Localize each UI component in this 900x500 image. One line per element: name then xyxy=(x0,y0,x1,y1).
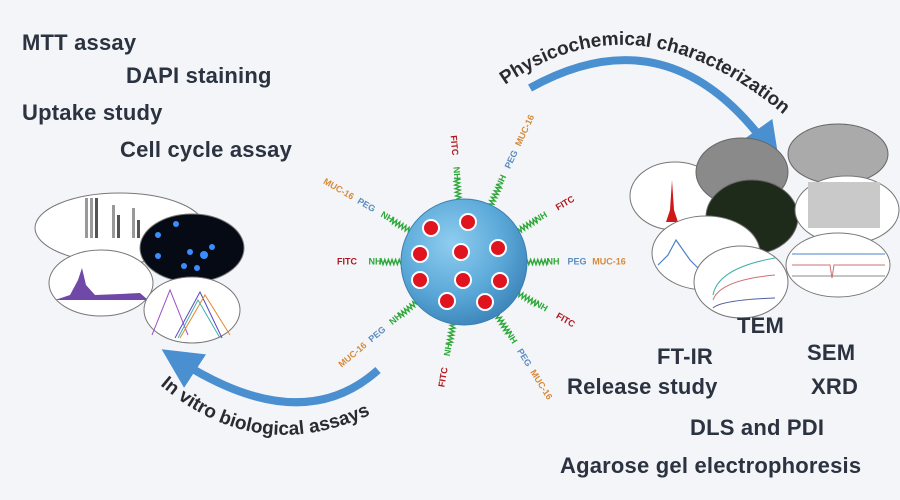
fitc-ligand-chain: NH FITC xyxy=(337,256,402,267)
drug-molecule xyxy=(452,243,470,261)
label-ftir: FT-IR xyxy=(657,344,713,369)
xrd-plot xyxy=(808,182,880,228)
linker-wave xyxy=(445,323,457,347)
label-release-study: Release study xyxy=(567,374,718,399)
peg-label: PEG xyxy=(367,324,388,344)
label-mtt-assay: MTT assay xyxy=(22,30,137,55)
label-xrd: XRD xyxy=(811,374,859,399)
dapi-nuclei xyxy=(155,221,215,271)
fitc-label: FITC xyxy=(554,311,577,330)
peg-label: PEG xyxy=(356,196,377,214)
label-sem: SEM xyxy=(807,340,856,365)
release-study-image xyxy=(693,245,789,319)
nh-label: NH xyxy=(533,209,549,224)
fitc-ligand-chain: NH FITC xyxy=(516,193,577,234)
nh-label: NH xyxy=(504,329,519,345)
ftir-curve xyxy=(657,238,701,271)
fitc-label: FITC xyxy=(436,366,449,388)
drug-molecule xyxy=(454,271,472,289)
linker-wave xyxy=(378,257,402,267)
linker-wave xyxy=(494,313,512,335)
cell-cycle-image xyxy=(143,276,241,344)
cell-cycle-curves xyxy=(151,288,231,339)
nh-label: NH xyxy=(387,311,403,327)
label-cell-cycle-assay: Cell cycle assay xyxy=(120,137,293,162)
peg-label: PEG xyxy=(515,347,534,368)
nh-label: NH xyxy=(451,166,462,180)
drug-molecule xyxy=(422,219,440,237)
fitc-label: FITC xyxy=(337,256,357,266)
peg-label: PEG xyxy=(503,149,520,170)
linker-wave xyxy=(389,216,411,233)
characterization-arrow-label: Physicochemical characterization xyxy=(496,29,794,119)
nh-label: NH xyxy=(547,256,560,266)
label-dapi-staining: DAPI staining xyxy=(126,63,272,88)
peg-label: PEG xyxy=(567,256,586,266)
nh-label: NH xyxy=(442,342,454,357)
fitc-ligand-chain: NH FITC xyxy=(436,323,457,388)
muc16-label: MUC-16 xyxy=(513,113,536,148)
characterization-arrow xyxy=(528,56,780,164)
label-dls-pdi: DLS and PDI xyxy=(690,415,825,440)
linker-wave xyxy=(526,257,550,267)
characterization-images xyxy=(629,123,900,319)
muc16-label: MUC-16 xyxy=(322,176,356,201)
assay-images xyxy=(34,192,245,344)
fitc-label: FITC xyxy=(554,193,577,212)
uptake-histogram-image xyxy=(48,249,154,317)
nh-label: NH xyxy=(494,173,509,189)
peg-muc16-ligand-chain: NH PEG MUC-16 xyxy=(526,256,626,267)
dls-peak xyxy=(666,180,678,222)
drug-molecule xyxy=(489,239,507,257)
linker-wave xyxy=(397,300,418,319)
drug-molecule xyxy=(438,292,456,310)
release-curves xyxy=(712,257,776,309)
dapi-staining-image xyxy=(139,213,245,283)
fitc-label: FITC xyxy=(449,135,461,156)
muc16-label: MUC-16 xyxy=(528,368,554,402)
fitc-ligand-chain: NH FITC xyxy=(449,135,463,201)
biological-assays-arrow-label: In vitro biological assays xyxy=(157,373,373,440)
label-tem: TEM xyxy=(737,313,785,338)
linker-wave xyxy=(487,183,504,206)
drug-molecule xyxy=(476,293,494,311)
mtt-bars xyxy=(85,198,140,238)
sem-image xyxy=(787,123,889,185)
label-agarose-gel: Agarose gel electrophoresis xyxy=(560,453,862,478)
linker-wave xyxy=(452,177,463,201)
muc16-label: MUC-16 xyxy=(592,256,626,266)
drug-payload-group xyxy=(411,213,509,311)
muc16-label: MUC-16 xyxy=(336,340,368,369)
biological-assays-arrow xyxy=(161,349,381,407)
ftir-comparison-curves xyxy=(792,253,885,279)
nh-label: NH xyxy=(369,256,382,266)
drug-molecule xyxy=(411,271,429,289)
label-uptake-study: Uptake study xyxy=(22,100,163,125)
linker-wave xyxy=(516,217,539,234)
uptake-histogram xyxy=(55,268,148,300)
drug-molecule xyxy=(411,245,429,263)
drug-molecule xyxy=(491,272,509,290)
linker-wave xyxy=(517,291,539,308)
drug-molecule xyxy=(459,213,477,231)
